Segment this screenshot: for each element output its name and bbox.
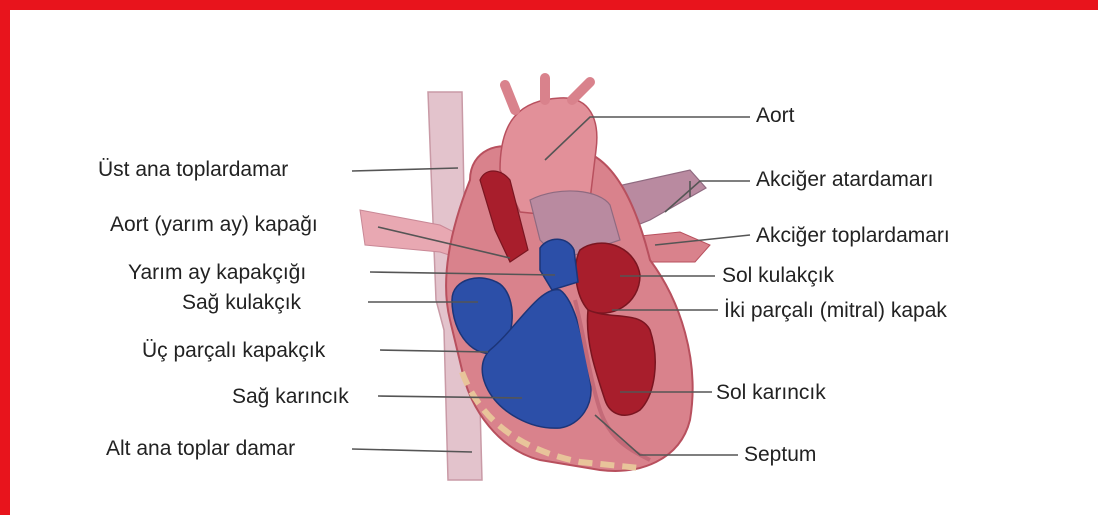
label-aort-kapagi: Aort (yarım ay) kapağı bbox=[110, 213, 318, 237]
label-akciger-atardamari: Akciğer atardamarı bbox=[756, 168, 933, 192]
label-aort: Aort bbox=[756, 104, 795, 128]
label-iki-parcali-kapak: İki parçalı (mitral) kapak bbox=[724, 299, 947, 323]
label-septum: Septum bbox=[744, 443, 816, 467]
label-yarim-ay-kapakcigi: Yarım ay kapakçığı bbox=[128, 261, 306, 285]
label-sag-karincik: Sağ karıncık bbox=[232, 385, 349, 409]
label-ust-ana-toplardamar: Üst ana toplardamar bbox=[98, 158, 288, 182]
label-sol-karincik: Sol karıncık bbox=[716, 381, 826, 405]
label-alt-ana-toplar-damar: Alt ana toplar damar bbox=[106, 437, 295, 461]
label-uc-parcali-kapakcik: Üç parçalı kapakçık bbox=[142, 339, 325, 363]
label-sag-kulakcik: Sağ kulakçık bbox=[182, 291, 301, 315]
label-sol-kulakcik: Sol kulakçık bbox=[722, 264, 834, 288]
label-akciger-toplardamari: Akciğer toplardamarı bbox=[756, 224, 950, 248]
